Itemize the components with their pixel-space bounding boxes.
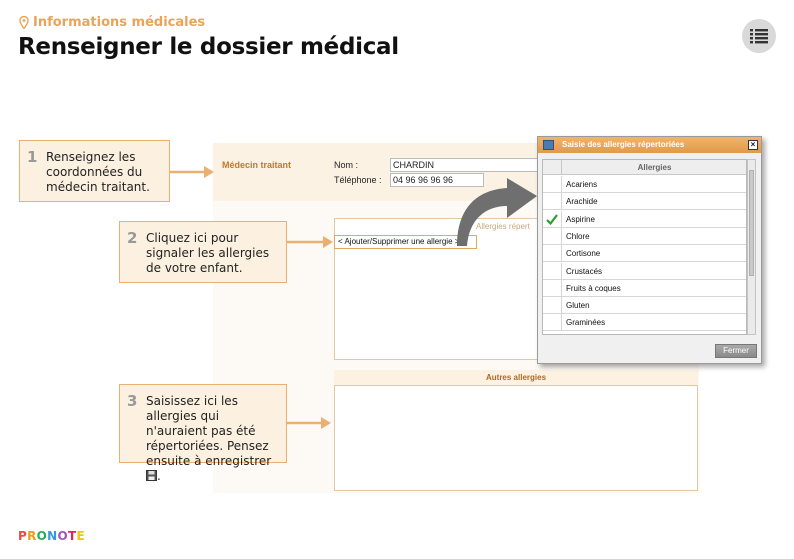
allergy-checkbox[interactable] [543, 227, 562, 245]
grid-header: Allergies [543, 160, 746, 175]
allergy-label: Crustacés [566, 266, 603, 276]
callout-number: 3 [127, 392, 138, 410]
callout-text: Saisissez ici les allergies qui n'auraie… [146, 394, 272, 468]
close-button[interactable]: Fermer [715, 344, 757, 358]
allergy-label: Cortisone [566, 249, 601, 259]
tel-field[interactable]: 04 96 96 96 96 [390, 173, 484, 187]
close-icon[interactable]: × [748, 140, 758, 150]
allergy-checkbox[interactable] [543, 176, 562, 193]
scrollbar[interactable] [747, 159, 756, 335]
arrow-3-icon [287, 417, 331, 429]
allergy-label: Acariens [566, 180, 598, 189]
section-label-text: Informations médicales [33, 15, 206, 30]
allergy-row[interactable]: Arachide [543, 193, 746, 211]
callout-3: 3 Saisissez ici les allergies qui n'aura… [119, 384, 287, 483]
add-remove-allergy-link[interactable]: < Ajouter/Supprimer une allergie > [334, 235, 477, 249]
allergy-label: Graminées [566, 318, 606, 328]
allergy-checkbox[interactable] [543, 297, 562, 315]
allergy-row[interactable]: Aspirine [543, 210, 746, 228]
list-icon [750, 29, 768, 44]
tel-label: Téléphone : [334, 175, 382, 185]
allergy-label: Fruits à coques [566, 283, 621, 293]
nom-field[interactable]: CHARDIN [390, 158, 540, 172]
callout-1: 1 Renseignez les coordonnées du médecin … [19, 140, 170, 202]
header-check-cell [543, 160, 562, 175]
menu-button[interactable] [742, 19, 776, 53]
arrow-2-icon [287, 236, 333, 248]
allergy-label: Aspirine [566, 214, 595, 224]
allergy-label: Arachide [566, 197, 598, 207]
curved-arrow-icon [457, 178, 537, 246]
checkmark-icon [546, 213, 558, 225]
allergies-dialog: Saisie des allergies répertoriées × Alle… [537, 136, 762, 364]
nom-label: Nom : [334, 160, 359, 170]
other-allergies-title: Autres allergies [334, 370, 698, 386]
location-pin-icon [19, 16, 29, 29]
pronote-logo: PRONOTE [18, 529, 86, 543]
section-label: Informations médicales [19, 15, 205, 30]
allergy-checkbox[interactable] [543, 314, 562, 332]
dialog-title: Saisie des allergies répertoriées [562, 140, 685, 149]
callout-text: Cliquez ici pour signaler les allergies … [146, 231, 270, 275]
allergy-checkbox[interactable] [543, 193, 562, 211]
allergy-row[interactable]: Fruits à coques [543, 279, 746, 297]
allergy-row[interactable]: Acariens [543, 176, 746, 193]
allergy-checkbox[interactable] [543, 279, 562, 297]
callout-number: 1 [27, 148, 38, 166]
allergy-row[interactable]: Crustacés [543, 262, 746, 280]
other-allergies-box[interactable] [334, 370, 698, 491]
allergy-label: Chlore [566, 231, 590, 241]
window-icon [543, 140, 554, 150]
save-icon [146, 470, 157, 481]
allergy-row[interactable]: Chlore [543, 227, 746, 245]
dialog-title-bar[interactable]: Saisie des allergies répertoriées [538, 137, 761, 153]
column-header: Allergies [637, 163, 672, 172]
allergy-row[interactable]: Graminées [543, 314, 746, 332]
callout-text-wrap: Saisissez ici les allergies qui n'auraie… [146, 394, 272, 483]
medecin-label: Médecin traitant [222, 160, 292, 170]
allergies-box-title: Allergies répert [476, 222, 530, 231]
arrow-1-icon [170, 166, 214, 178]
page-title: Renseigner le dossier médical [18, 34, 399, 60]
scroll-thumb[interactable] [749, 170, 754, 276]
allergy-checkbox[interactable] [543, 210, 562, 228]
callout-number: 2 [127, 229, 138, 247]
callout-text: Renseignez les coordonnées du médecin tr… [46, 150, 150, 194]
callout-2: 2 Cliquez ici pour signaler les allergie… [119, 221, 287, 283]
allergy-row[interactable]: Cortisone [543, 245, 746, 263]
allergy-checkbox[interactable] [543, 262, 562, 280]
allergy-row[interactable]: Gluten [543, 297, 746, 315]
allergy-label: Gluten [566, 301, 590, 311]
allergy-checkbox[interactable] [543, 245, 562, 263]
